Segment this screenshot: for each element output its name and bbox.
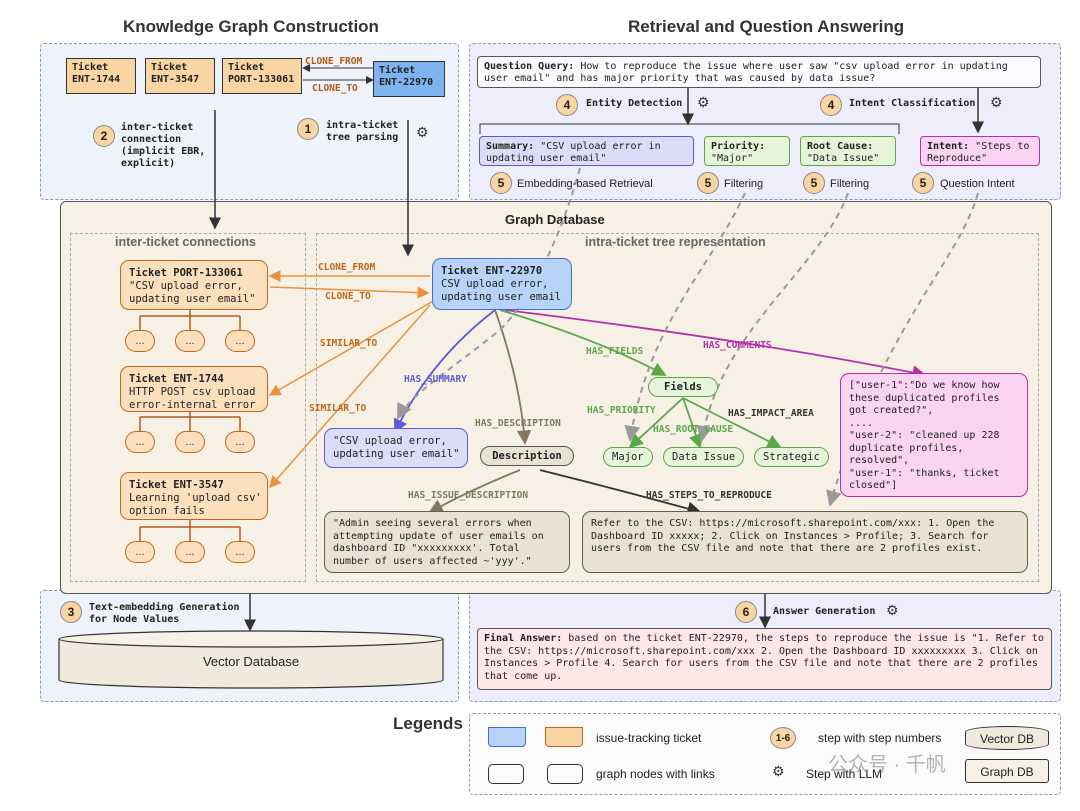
edge-label-similar-to-1: SIMILAR_TO xyxy=(320,338,378,349)
step-5-badge-ebr: 5 xyxy=(490,172,512,194)
edge-label-clone-to-top: CLONE_TO xyxy=(312,83,358,94)
legend-graph-db: Graph DB xyxy=(965,759,1049,783)
legend-ticket-blue xyxy=(488,727,526,747)
edge-label-has-fields: HAS_FIELDS xyxy=(586,346,644,357)
inter-ticket-title: inter-ticket connections xyxy=(115,235,256,249)
inter-ticket-region xyxy=(70,233,306,582)
entity-detection-text: Entity Detection xyxy=(586,98,683,109)
edge-label-has-impact-area: HAS_IMPACT_AREA xyxy=(728,408,814,419)
llm-icon: ⚙ xyxy=(886,602,899,618)
edge-label-has-summary: HAS_SUMMARY xyxy=(404,374,467,385)
legend-step-badge: 1-6 xyxy=(770,727,796,749)
intent-classification-text: Intent Classification xyxy=(849,98,976,109)
legend-step-numbers-text: step with step numbers xyxy=(818,731,942,745)
steps-to-reproduce-node: Refer to the CSV: https://microsoft.shar… xyxy=(582,511,1028,573)
data-issue-node: Data Issue xyxy=(663,447,745,467)
child-node: ... xyxy=(225,431,255,453)
step-5-badge-filter-2: 5 xyxy=(803,172,825,194)
intra-ticket-title: intra-ticket tree representation xyxy=(585,235,766,249)
major-node: Major xyxy=(603,447,653,467)
child-node: ... xyxy=(125,330,155,352)
graph-database-title: Graph Database xyxy=(505,212,605,227)
edge-label-has-priority: HAS_PRIORITY xyxy=(587,405,656,416)
edge-label-has-issue-description: HAS_ISSUE_DESCRIPTION xyxy=(408,490,529,501)
step-4-badge-intent: 4 xyxy=(820,94,842,116)
step-2-text: inter-ticket connection (implicit EBR, e… xyxy=(121,122,206,169)
llm-icon: ⚙ xyxy=(772,763,785,779)
legend-node-a xyxy=(488,764,524,784)
step-4-badge-entity: 4 xyxy=(556,94,578,116)
edge-label-has-description: HAS_DESCRIPTION xyxy=(475,418,561,429)
child-node: ... xyxy=(125,541,155,563)
step-5-badge-filter-1: 5 xyxy=(697,172,719,194)
inter-node-port-133061: Ticket PORT-133061"CSV upload error, upd… xyxy=(120,260,268,310)
vector-db-cylinder xyxy=(58,630,444,689)
step-6-badge: 6 xyxy=(735,601,757,623)
edge-label-clone-from: CLONE_FROM xyxy=(318,262,376,273)
question-query-box: Question Query: How to reproduce the iss… xyxy=(477,56,1041,88)
child-node: ... xyxy=(175,330,205,352)
edge-label-clone-to: CLONE_TO xyxy=(325,291,371,302)
vector-db-label: Vector Database xyxy=(202,654,300,669)
legend-region xyxy=(469,713,1061,795)
filtering-text-1: Filtering xyxy=(724,178,764,190)
step-5-badge-intent: 5 xyxy=(912,172,934,194)
fields-node: Fields xyxy=(648,377,718,397)
summary-node: "CSV upload error, updating user email" xyxy=(324,428,468,468)
step-3-text: Text-embedding Generation for Node Value… xyxy=(89,602,240,625)
intra-ticket-region xyxy=(316,233,1039,582)
ebr-text: Embedding-based Retrieval xyxy=(517,178,653,190)
edge-label-has-steps-to-reproduce: HAS_STEPS_TO_REPRODUCE xyxy=(646,490,772,501)
legend-vector-db: Vector DB xyxy=(965,726,1049,750)
answer-generation-text: Answer Generation xyxy=(773,606,876,617)
step-1-badge: 1 xyxy=(297,118,319,140)
root-cause-entity-box: Root Cause:"Data Issue" xyxy=(800,136,896,166)
legend-nodes-text: graph nodes with links xyxy=(596,767,715,781)
question-intent-text: Question Intent xyxy=(940,178,1015,190)
child-node: ... xyxy=(225,541,255,563)
legend-ticket-text: issue-tracking ticket xyxy=(596,731,702,745)
child-node: ... xyxy=(225,330,255,352)
edge-label-clone-from-top: CLONE_FROM xyxy=(305,56,363,67)
step-2-badge: 2 xyxy=(93,125,115,147)
final-answer-box: Final Answer: based on the ticket ENT-22… xyxy=(477,628,1052,690)
edge-label-has-comments: HAS_COMMENTS xyxy=(703,340,772,351)
intent-entity-box: Intent: "Steps to Reproduce" xyxy=(920,136,1040,166)
description-node: Description xyxy=(480,446,574,466)
issue-description-node: "Admin seeing several errors when attemp… xyxy=(324,511,570,573)
llm-icon: ⚙ xyxy=(416,124,429,140)
step-3-badge: 3 xyxy=(60,601,82,623)
llm-icon: ⚙ xyxy=(990,94,1003,110)
child-node: ... xyxy=(125,431,155,453)
summary-entity-box: Summary: "CSV upload error in updating u… xyxy=(479,136,694,166)
legend-step-llm-text: Step with LLM xyxy=(806,767,883,781)
edge-label-similar-to-2: SIMILAR_TO xyxy=(309,403,367,414)
legends-title: Legends xyxy=(393,714,463,733)
llm-icon: ⚙ xyxy=(697,94,710,110)
priority-entity-box: Priority:"Major" xyxy=(704,136,790,166)
retrieval-qa-title: Retrieval and Question Answering xyxy=(628,17,905,36)
legend-node-b xyxy=(547,764,583,784)
legend-ticket-orange xyxy=(545,727,583,747)
edge-label-has-root-cause: HAS_ROOT_CAUSE xyxy=(653,424,734,435)
step-1-text: intra-ticket tree parsing xyxy=(326,120,399,143)
strategic-node: Strategic xyxy=(754,447,829,467)
child-node: ... xyxy=(175,431,205,453)
comments-node: ["user-1":"Do we know how these duplicat… xyxy=(840,373,1028,497)
child-node: ... xyxy=(175,541,205,563)
kg-construction-title: Knowledge Graph Construction xyxy=(123,17,379,36)
filtering-text-2: Filtering xyxy=(830,178,870,190)
watermark: 公众号 · 千帆 xyxy=(828,754,946,776)
